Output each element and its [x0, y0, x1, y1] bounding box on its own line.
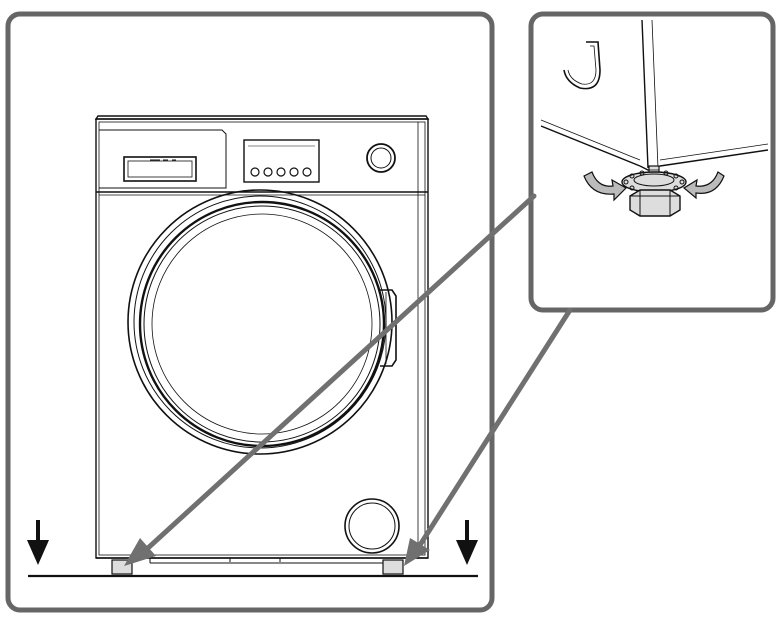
- down-arrow-icon: [27, 520, 49, 565]
- machine-corner-detail: [540, 19, 769, 171]
- detail-view: [528, 11, 776, 313]
- detail-panel-frame: [528, 11, 776, 313]
- pointer-arrow-icon: [124, 193, 537, 566]
- service-hatch: [344, 498, 400, 554]
- down-arrow-icon: [456, 520, 478, 565]
- rotate-arrow-icon: [583, 171, 627, 202]
- main-view: [5, 11, 495, 613]
- detergent-drawer-handle: [123, 156, 197, 182]
- main-panel-frame: [5, 11, 495, 613]
- program-knob: [366, 143, 396, 173]
- door: [127, 189, 397, 455]
- adjustable-foot-icon: [621, 165, 687, 217]
- rotate-arrow-icon: [682, 171, 725, 200]
- front-right-foot: [382, 559, 404, 575]
- display-panel: [243, 139, 320, 183]
- pointer-arrow-icon: [404, 307, 573, 566]
- washing-machine-icon: [94, 115, 430, 564]
